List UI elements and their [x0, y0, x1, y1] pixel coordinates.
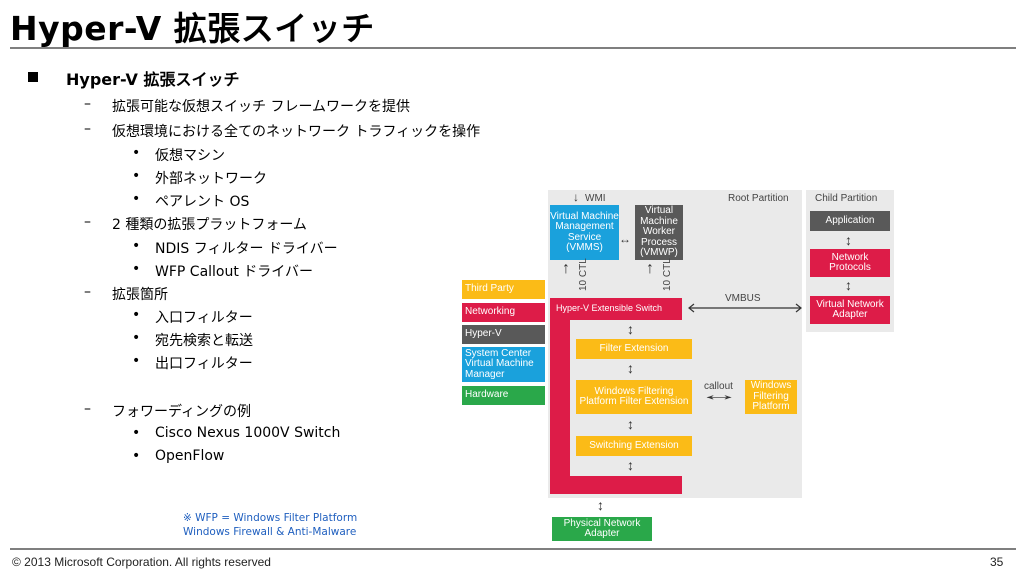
legend-networking: Networking: [462, 303, 545, 322]
legend-label: Third Party: [465, 283, 514, 295]
root-partition-label: Root Partition: [728, 193, 789, 204]
vmwp-box: Virtual Machine Worker Process (VMWP): [635, 205, 683, 260]
dot-marker: •: [132, 145, 141, 161]
network-protocols-box: Network Protocols: [810, 249, 890, 277]
vertical-arrow-icon: ↕: [627, 416, 634, 432]
application-label: Application: [825, 214, 875, 226]
dash-marker: –: [84, 214, 91, 230]
up-arrow-icon: ↑: [646, 260, 654, 277]
wfp-platform-label: Windows Filtering Platform: [750, 380, 792, 413]
vna-label: Virtual Network Adapter: [816, 298, 884, 320]
title-divider: [10, 47, 1016, 49]
callout-label: callout: [704, 381, 733, 392]
vna-box: Virtual Network Adapter: [810, 296, 890, 324]
sub-bullet-item: 出口フィルター: [155, 356, 253, 372]
network-protocols-label: Network Protocols: [829, 251, 871, 273]
dot-marker: •: [132, 261, 141, 277]
sub-bullet-item: 仮想マシン: [155, 148, 225, 164]
bullet-item: 2 種類の拡張プラットフォーム: [112, 217, 307, 233]
dash-marker: –: [84, 96, 91, 112]
sub-bullet-item: ペアレント OS: [155, 194, 250, 210]
dash-marker: –: [84, 121, 91, 137]
dot-marker: •: [132, 425, 141, 441]
square-bullet-icon: [28, 72, 38, 82]
vertical-arrow-icon: ↕: [845, 232, 852, 248]
slide-title: Hyper-V 拡張スイッチ: [10, 9, 375, 48]
bullet-item: 仮想環境における全てのネットワーク トラフィックを操作: [112, 124, 481, 140]
sub-bullet-item: 宛先検索と転送: [155, 333, 253, 349]
sub-bullet-item: 外部ネットワーク: [155, 171, 267, 187]
sub-bullet-item: Cisco Nexus 1000V Switch: [155, 425, 341, 441]
bullet-item: 拡張箇所: [112, 287, 168, 303]
dot-marker: •: [132, 238, 141, 254]
legend-label: System Center Virtual Machine Manager: [465, 347, 534, 380]
switching-extension-label: Switching Extension: [589, 439, 679, 451]
wmi-label: WMI: [585, 193, 606, 204]
dot-marker: •: [132, 168, 141, 184]
legend-label: Hyper-V: [465, 328, 502, 340]
filter-extension-label: Filter Extension: [599, 342, 669, 354]
vmbus-label: VMBUS: [725, 293, 761, 304]
physical-adapter-label: Physical Network Adapter: [563, 517, 641, 539]
legend-system-center: System Center Virtual Machine Manager: [462, 347, 545, 382]
hyperv-switch-bar: [550, 298, 682, 320]
footer-divider: [10, 548, 1016, 550]
dot-marker: •: [132, 330, 141, 346]
ctl-label: 10 CTL: [578, 258, 589, 291]
vmwp-label: Virtual Machine Worker Process (VMWP): [640, 205, 678, 259]
footnote-line: ※ WFP = Windows Filter Platform: [183, 512, 358, 524]
switching-extension-box: Switching Extension: [576, 436, 692, 456]
vmms-box: Virtual Machine Management Service (VMMS…: [550, 205, 619, 260]
vmms-label: Virtual Machine Management Service (VMMS…: [550, 210, 619, 253]
switch-label: Hyper-V Extensible Switch: [556, 303, 663, 313]
dot-marker: •: [132, 353, 141, 369]
bullet-item: フォワーディングの例: [112, 404, 252, 420]
wfp-extension-box: Windows Filtering Platform Filter Extens…: [576, 380, 692, 414]
bullet-item: 拡張可能な仮想スイッチ フレームワークを提供: [112, 99, 411, 115]
sub-bullet-item: OpenFlow: [155, 448, 225, 464]
main-bullet: Hyper-V 拡張スイッチ: [66, 70, 240, 89]
child-partition-label: Child Partition: [815, 193, 878, 204]
vertical-arrow-icon: ↕: [627, 360, 634, 376]
dash-marker: –: [84, 284, 91, 300]
vertical-arrow-icon: ↕: [597, 497, 604, 513]
ctl-label: 10 CTL: [662, 258, 673, 291]
legend-hardware: Hardware: [462, 386, 545, 405]
vmbus-arrow-icon: [688, 303, 802, 313]
dash-marker: –: [84, 401, 91, 417]
filter-extension-box: Filter Extension: [576, 339, 692, 359]
page-number: 35: [990, 555, 1004, 569]
sub-bullet-item: WFP Callout ドライバー: [155, 264, 314, 280]
dot-marker: •: [132, 448, 141, 464]
copyright-text: © 2013 Microsoft Corporation. All rights…: [12, 555, 271, 569]
legend-hyperv: Hyper-V: [462, 325, 545, 344]
hyperv-switch-side: [550, 320, 570, 494]
hyperv-switch-base: [550, 476, 682, 494]
physical-adapter-box: Physical Network Adapter: [552, 517, 652, 541]
bidirectional-arrow-icon: ↔: [619, 232, 631, 246]
vertical-arrow-icon: ↕: [627, 321, 634, 337]
legend-label: Hardware: [465, 389, 509, 401]
legend-third-party: Third Party: [462, 280, 545, 299]
footnote-line: Windows Firewall & Anti-Malware: [183, 526, 357, 538]
bidirectional-arrow-icon: ↔: [698, 387, 740, 404]
down-arrow-icon: ↓: [573, 190, 579, 204]
vertical-arrow-icon: ↕: [845, 277, 852, 293]
up-arrow-icon: ↑: [562, 260, 570, 277]
legend-label: Networking: [465, 306, 516, 318]
vertical-arrow-icon: ↕: [627, 457, 634, 473]
sub-bullet-item: NDIS フィルター ドライバー: [155, 241, 338, 257]
wfp-extension-label: Windows Filtering Platform Filter Extens…: [579, 385, 689, 407]
wfp-platform-box: Windows Filtering Platform: [745, 380, 797, 414]
sub-bullet-item: 入口フィルター: [155, 310, 253, 326]
dot-marker: •: [132, 191, 141, 207]
dot-marker: •: [132, 307, 141, 323]
application-box: Application: [810, 211, 890, 231]
